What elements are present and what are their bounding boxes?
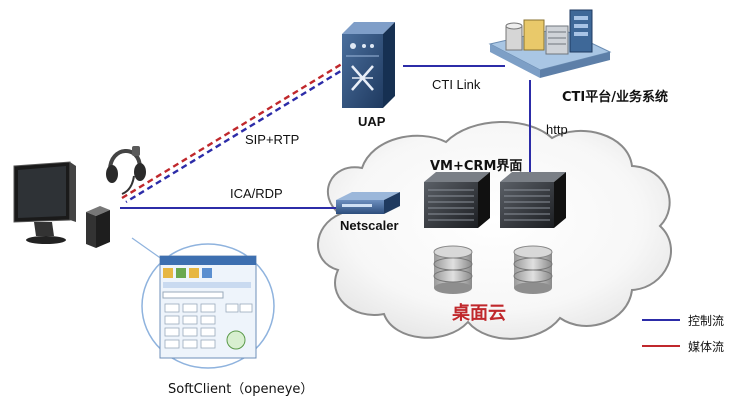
- http-label: http: [546, 122, 568, 137]
- server-icon-2: [500, 172, 566, 228]
- sip-rtp-link: [121, 60, 350, 204]
- pc-tower-icon: [86, 206, 110, 248]
- legend-media-label: 媒体流: [688, 340, 725, 354]
- legend-control-label: 控制流: [688, 314, 725, 328]
- netscaler-label: Netscaler: [340, 218, 399, 233]
- cti-link-label: CTI Link: [432, 77, 481, 92]
- softclient-label: SoftClient（openeye）: [168, 382, 314, 397]
- storage-icon-1: [433, 245, 473, 294]
- storage-icon-2: [513, 245, 553, 294]
- uap-icon: [342, 22, 395, 108]
- cti-platform-icon: [488, 9, 612, 78]
- ica-rdp-label: ICA/RDP: [230, 186, 283, 201]
- sip-rtp-label: SIP+RTP: [245, 132, 300, 147]
- headset-icon: [106, 146, 146, 195]
- uap-label: UAP: [358, 114, 386, 129]
- cti-platform-label: CTI平台/业务系统: [562, 90, 668, 105]
- server-icon-1: [424, 172, 490, 228]
- softclient-bubble: [141, 243, 275, 369]
- monitor-icon: [13, 161, 76, 244]
- desktop-cloud-label: 桌面云: [452, 303, 506, 324]
- desktop-cloud-shape: [317, 121, 672, 340]
- netscaler-icon: [336, 192, 400, 214]
- vm-crm-label: VM+CRM界面: [430, 159, 523, 174]
